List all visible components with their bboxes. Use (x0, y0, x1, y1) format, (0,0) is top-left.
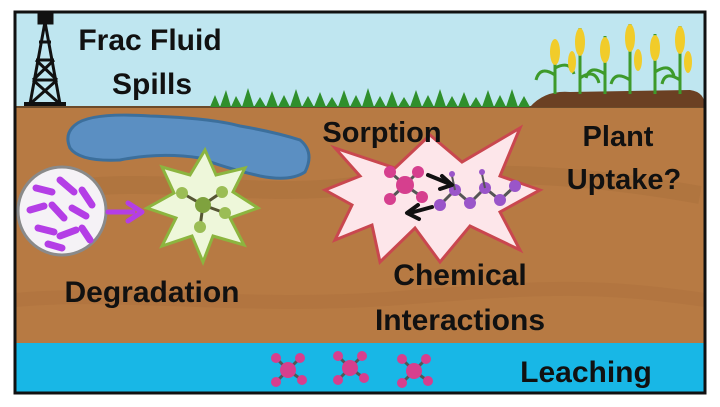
grass-icon (210, 88, 530, 107)
label-frac-fluid: Frac Fluid (78, 24, 221, 57)
bacteria-icon (16, 165, 108, 257)
sorption-arrows (405, 173, 454, 221)
corn-icon (534, 24, 692, 94)
label-chemical: Chemical (393, 259, 526, 292)
bacteria-rod (26, 176, 96, 252)
corn-stalk (609, 24, 642, 94)
oil-derrick-icon (24, 13, 66, 106)
corn-stalk (660, 26, 692, 94)
label-leaching: Leaching (520, 356, 652, 389)
spill-pool (66, 113, 311, 180)
groundwater-layer (15, 343, 705, 393)
degradation-arrow (105, 200, 145, 224)
label-plant: Plant (583, 121, 654, 153)
label-sorption: Sorption (322, 117, 441, 149)
corn-stalk (650, 34, 676, 94)
crop-mound (530, 90, 705, 107)
molecule-icon (384, 166, 428, 205)
corn-stalk (568, 28, 601, 94)
label-interactions: Interactions (375, 304, 545, 337)
corn-stalk (584, 36, 610, 94)
label-uptake: Uptake? (567, 164, 681, 196)
frame-border (13, 10, 707, 395)
molecule-icon (397, 354, 433, 388)
sorbed-chain (434, 169, 521, 211)
molecule-icon (333, 351, 369, 385)
soil-streak (14, 281, 706, 309)
sorption-burst (321, 124, 544, 265)
molecule-icon (271, 353, 307, 387)
label-spills: Spills (112, 68, 192, 101)
molecule-icon (176, 186, 231, 233)
label-degradation: Degradation (64, 276, 239, 309)
